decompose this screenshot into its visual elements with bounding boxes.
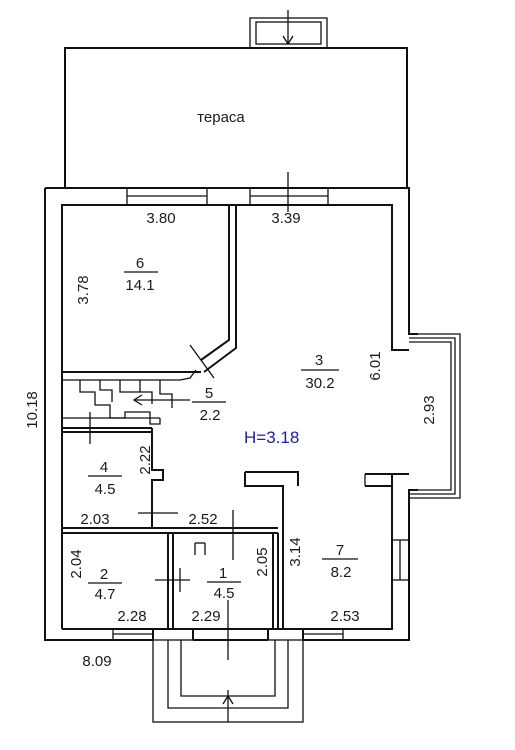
terrace-label: тераса <box>197 109 245 126</box>
height-label: H=3.18 <box>244 428 299 447</box>
room-1-area: 4.5 <box>214 585 235 602</box>
room-7-number: 7 <box>336 542 344 559</box>
stairs <box>62 369 197 425</box>
interior-walls <box>62 205 392 629</box>
room-2-number: 2 <box>100 566 108 583</box>
dim-room-7-height: 3.14 <box>287 537 304 566</box>
room-5-number: 5 <box>205 385 213 402</box>
dim-bay-width: 2.93 <box>421 395 438 424</box>
room-4-area: 4.5 <box>95 481 116 498</box>
room-5-area: 2.2 <box>200 407 221 424</box>
dim-overall-width: 8.09 <box>82 653 111 670</box>
dim-room-2-height: 2.04 <box>68 549 85 578</box>
entrance-porch <box>152 600 304 723</box>
room-1-number: 1 <box>219 565 227 582</box>
dim-room-4-width: 2.03 <box>80 511 109 528</box>
room-3-number: 3 <box>315 352 323 369</box>
room-2-area: 4.7 <box>95 586 116 603</box>
dim-room-3-width: 3.39 <box>271 210 300 227</box>
dim-room-3-height: 6.01 <box>367 351 384 380</box>
dim-room-7-width: 2.53 <box>330 608 359 625</box>
room-3-area: 30.2 <box>305 375 334 392</box>
room-6-area: 14.1 <box>125 277 154 294</box>
dim-overall-height: 10.18 <box>24 391 41 429</box>
dim-room-1-height: 2.05 <box>254 547 271 576</box>
room-4-number: 4 <box>100 459 108 476</box>
dim-hall-width: 2.52 <box>188 511 217 528</box>
dim-room-6-width: 3.80 <box>146 210 175 227</box>
bay-window <box>409 333 461 499</box>
dim-room-4-height: 2.22 <box>137 445 154 474</box>
terrace <box>64 10 408 188</box>
dim-room-6-height: 3.78 <box>75 275 92 304</box>
dim-room-2-width: 2.28 <box>117 608 146 625</box>
room-6-number: 6 <box>136 255 144 272</box>
room-7-area: 8.2 <box>331 564 352 581</box>
dim-room-1-width: 2.29 <box>191 608 220 625</box>
windows <box>112 172 410 641</box>
